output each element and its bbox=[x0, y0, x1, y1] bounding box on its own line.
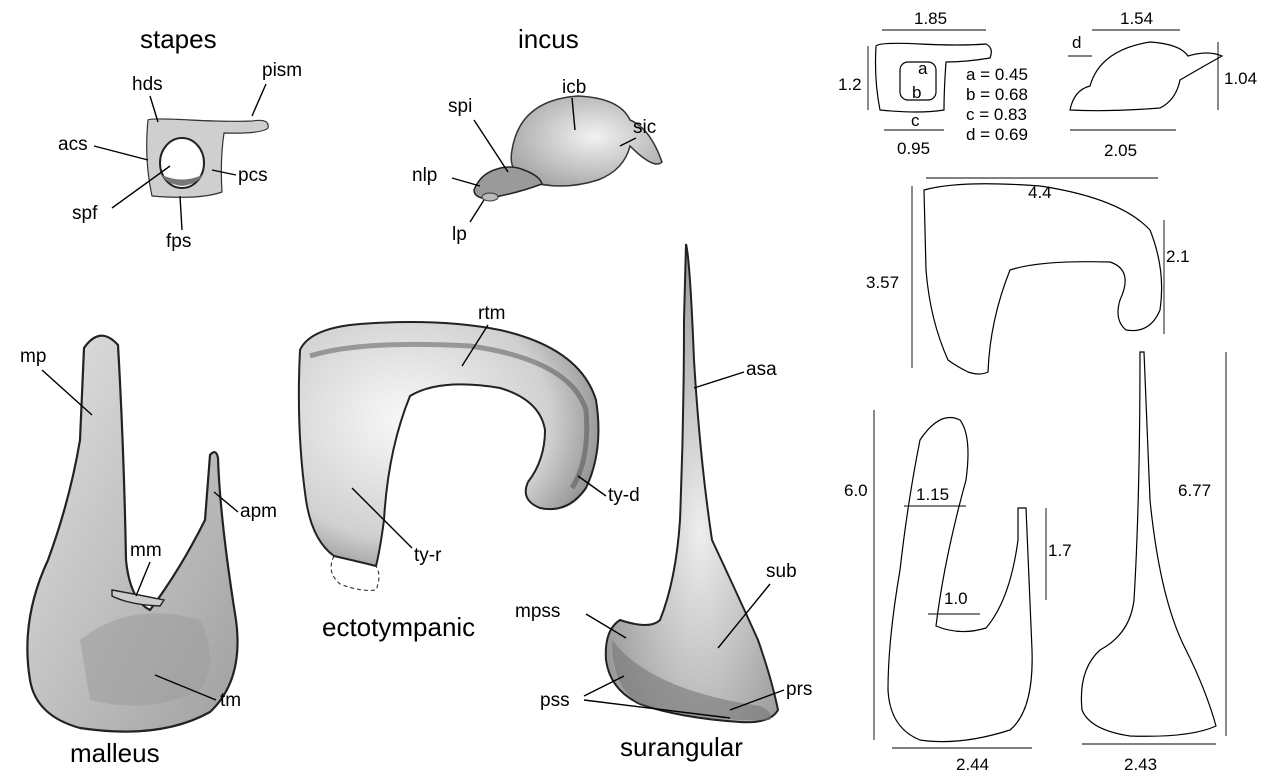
ectotympanic-outline-measure: 4.4 3.57 2.1 bbox=[866, 178, 1190, 374]
dim-ecto-width: 4.4 bbox=[1028, 183, 1052, 202]
dim-stapes-b: b bbox=[912, 83, 921, 102]
dim-ecto-height: 3.57 bbox=[866, 273, 899, 292]
dim-a-value: a = 0.45 bbox=[966, 65, 1028, 84]
label-hds: hds bbox=[132, 74, 163, 95]
surangular-outline-measure: 6.77 2.43 bbox=[1081, 352, 1226, 774]
dim-stapes-inner: 0.95 bbox=[897, 139, 930, 158]
dim-stapes-c: c bbox=[911, 111, 920, 130]
malleus-outline-measure: 6.0 1.15 1.7 1.0 2.44 bbox=[844, 410, 1072, 774]
dim-c-value: c = 0.83 bbox=[966, 105, 1027, 124]
dim-stapes-a: a bbox=[918, 59, 928, 78]
leader-hds bbox=[150, 96, 158, 122]
label-spi: spi bbox=[448, 96, 472, 117]
label-pss: pss bbox=[540, 690, 570, 711]
malleus-basin-shade bbox=[80, 613, 210, 705]
dim-mall-apm: 1.7 bbox=[1048, 541, 1072, 560]
dim-d-value: d = 0.69 bbox=[966, 125, 1028, 144]
dim-incus-top: 1.54 bbox=[1120, 9, 1153, 28]
dim-mall-width: 2.44 bbox=[956, 755, 989, 774]
dim-stapes-height: 1.2 bbox=[838, 75, 862, 94]
dim-sur-width: 2.43 bbox=[1124, 755, 1157, 774]
dim-mall-height: 6.0 bbox=[844, 481, 868, 500]
stapes-drawing: stapes hds pism acs pcs spf fps bbox=[58, 24, 302, 252]
leader-pism bbox=[252, 84, 266, 116]
label-sub: sub bbox=[766, 561, 797, 582]
incus-lenticular-process bbox=[482, 193, 498, 201]
incus-body bbox=[511, 96, 662, 186]
dim-mall-mid: 1.0 bbox=[944, 589, 968, 608]
label-acs: acs bbox=[58, 134, 88, 155]
label-sic: sic bbox=[633, 117, 656, 138]
incus-outline bbox=[1070, 42, 1222, 111]
malleus-outline bbox=[888, 418, 1032, 742]
label-pcs: pcs bbox=[238, 165, 268, 186]
leader-lp bbox=[470, 200, 484, 222]
label-lp: lp bbox=[452, 224, 467, 245]
dim-incus-width: 2.05 bbox=[1104, 141, 1137, 160]
incus-outline-measure: 1.54 d 1.04 2.05 bbox=[1068, 9, 1257, 160]
ectotympanic-drawing: rtm ty-d ty-r ectotympanic bbox=[299, 303, 640, 642]
incus-drawing: incus icb spi sic nlp lp bbox=[412, 24, 662, 245]
dim-incus-height: 1.04 bbox=[1224, 69, 1257, 88]
malleus-drawing: mp apm mm tm malleus bbox=[20, 336, 277, 768]
label-mp: mp bbox=[20, 346, 46, 367]
stapes-title: stapes bbox=[140, 24, 217, 54]
dim-mall-top: 1.15 bbox=[916, 485, 949, 504]
stapes-outline-measure: 1.85 1.2 0.95 a b c a = 0.45 b = 0.68 c … bbox=[838, 9, 1028, 158]
label-apm: apm bbox=[240, 501, 277, 522]
ectotympanic-title: ectotympanic bbox=[322, 612, 475, 642]
label-spf: spf bbox=[72, 203, 98, 224]
label-nlp: nlp bbox=[412, 165, 437, 186]
label-tm: tm bbox=[220, 690, 241, 711]
label-rtm: rtm bbox=[478, 303, 505, 324]
dim-incus-d: d bbox=[1072, 33, 1081, 52]
leader-acs bbox=[94, 146, 148, 160]
label-ty-d: ty-d bbox=[608, 485, 640, 506]
leader-fps bbox=[180, 196, 182, 230]
dim-sur-height: 6.77 bbox=[1178, 481, 1211, 500]
surangular-title: surangular bbox=[620, 732, 743, 762]
label-mm: mm bbox=[130, 540, 162, 561]
label-pism: pism bbox=[262, 60, 302, 81]
label-icb: icb bbox=[562, 77, 586, 98]
dim-b-value: b = 0.68 bbox=[966, 85, 1028, 104]
leader-mm bbox=[136, 562, 150, 596]
label-ty-r: ty-r bbox=[414, 545, 442, 566]
ectotympanic-outline bbox=[924, 184, 1162, 374]
label-mpss: mpss bbox=[515, 601, 560, 622]
leader-nlp bbox=[452, 178, 480, 186]
surangular-outline bbox=[1081, 352, 1216, 736]
ectotympanic-body bbox=[299, 322, 599, 566]
incus-title: incus bbox=[518, 24, 579, 54]
label-asa: asa bbox=[746, 359, 777, 380]
dim-ecto-right: 2.1 bbox=[1166, 247, 1190, 266]
leader-spi bbox=[474, 120, 508, 172]
malleus-title: malleus bbox=[70, 738, 160, 768]
dim-stapes-width: 1.85 bbox=[914, 9, 947, 28]
label-prs: prs bbox=[786, 679, 812, 700]
leader-asa bbox=[694, 372, 744, 388]
surangular-body bbox=[606, 244, 778, 722]
label-fps: fps bbox=[166, 231, 191, 252]
